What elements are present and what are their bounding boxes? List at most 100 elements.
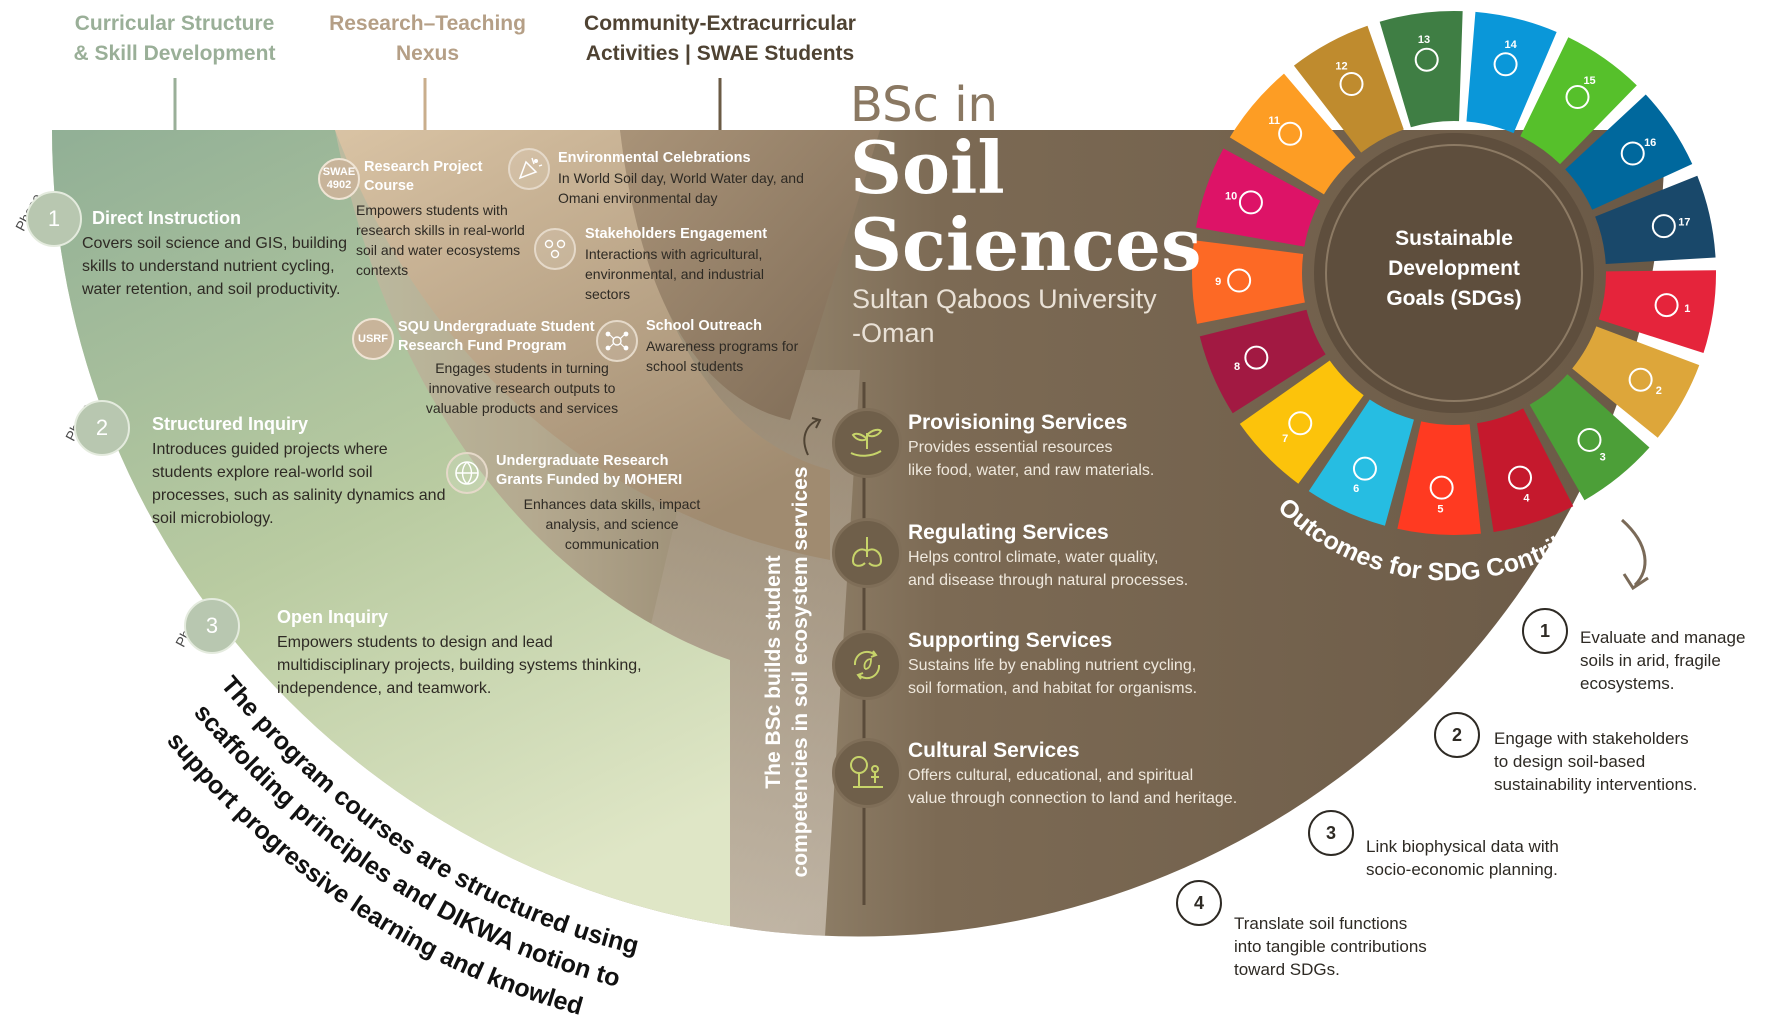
people-icon bbox=[534, 228, 576, 270]
sdg-goal-number-11: 11 bbox=[1268, 115, 1280, 127]
phase-number-2: 2 bbox=[74, 400, 130, 456]
sdg-goal-number-9: 9 bbox=[1215, 276, 1221, 288]
sdg-goal-number-8: 8 bbox=[1234, 361, 1240, 373]
phase-text-1: Covers soil science and GIS, building sk… bbox=[82, 235, 348, 298]
phase-text-2: Introduces guided projects where student… bbox=[152, 441, 446, 527]
sdg-goal-number-5: 5 bbox=[1437, 504, 1443, 516]
sdg-goal-number-13: 13 bbox=[1418, 34, 1430, 46]
brand-university: Sultan Qaboos University bbox=[852, 284, 1157, 314]
community-text-3: Awareness programs for school students bbox=[646, 338, 799, 374]
research-text-1: Empowers students with research skills i… bbox=[356, 202, 525, 278]
sdg-arc-label: Outcomes for SDG Contribution bbox=[1273, 493, 1624, 587]
research-badge-usrf: USRF bbox=[352, 318, 394, 360]
research-title-2: SQU Undergraduate Student Research Fund … bbox=[398, 319, 595, 354]
sdg-goal-number-15: 15 bbox=[1583, 75, 1595, 87]
service-title-regulating: Regulating Services bbox=[908, 521, 1109, 544]
sdg-goal-15 bbox=[1520, 37, 1637, 165]
globe-icon bbox=[446, 452, 488, 494]
sdg-goal-number-6: 6 bbox=[1353, 483, 1359, 495]
sdg-goal-number-12: 12 bbox=[1335, 61, 1347, 73]
sdg-goal-12 bbox=[1293, 25, 1404, 153]
outcome-text-4: Translate soil functions into tangible c… bbox=[1234, 914, 1427, 979]
sdg-goal-icon-2 bbox=[1628, 367, 1653, 392]
sdg-goal-icon-3 bbox=[1577, 427, 1602, 452]
service-text-provisioning: Provides essential resources like food, … bbox=[908, 439, 1155, 479]
sdg-goal-icon-10 bbox=[1238, 190, 1263, 215]
sdg-goal-icon-5 bbox=[1429, 475, 1454, 500]
sdg-center-label: Sustainable Development Goals (SDGs) bbox=[1386, 227, 1522, 310]
sdg-goal-icon-15 bbox=[1565, 85, 1590, 110]
sdg-goal-number-1: 1 bbox=[1684, 303, 1690, 315]
community-text-2: Interactions with agricultural, environm… bbox=[585, 246, 764, 302]
cycle-leaf-icon bbox=[832, 630, 902, 700]
sdg-goal-icon-17 bbox=[1651, 214, 1676, 239]
sdg-goal-2 bbox=[1572, 326, 1700, 438]
column-title-curricular: Curricular Structure & Skill Development bbox=[73, 12, 276, 65]
sdg-goal-6 bbox=[1308, 399, 1414, 526]
plant-hand-icon bbox=[832, 408, 902, 478]
sdg-goal-5 bbox=[1397, 421, 1481, 535]
research-badge-swae4902: SWAE 4902 bbox=[318, 158, 360, 200]
phase-title-2: Structured Inquiry bbox=[152, 414, 309, 434]
community-title-2: Stakeholders Engagement bbox=[585, 226, 768, 242]
sdg-goal-9 bbox=[1192, 240, 1305, 324]
sdg-goal-11 bbox=[1229, 73, 1356, 195]
service-title-supporting: Supporting Services bbox=[908, 629, 1113, 652]
sdg-goal-icon-13 bbox=[1414, 47, 1439, 72]
outcome-text-1: Evaluate and manage soils in arid, fragi… bbox=[1580, 628, 1746, 693]
brand-line1: BSc in bbox=[850, 77, 998, 133]
footer-caption-line3: support progressive learning and knowled… bbox=[0, 0, 586, 1017]
sdg-goal-icon-7 bbox=[1288, 411, 1313, 436]
sdg-goal-icon-8 bbox=[1244, 345, 1269, 370]
column-title-research: Research–Teaching Nexus bbox=[329, 12, 526, 65]
network-icon bbox=[596, 320, 638, 362]
outcome-text-2: Engage with stakeholders to design soil-… bbox=[1494, 729, 1698, 794]
sdg-goal-icon-1 bbox=[1654, 293, 1679, 318]
brand-line2: Soil bbox=[850, 125, 1005, 210]
sdg-goal-number-10: 10 bbox=[1225, 190, 1237, 202]
sdg-goal-icon-16 bbox=[1620, 141, 1645, 166]
celebration-icon bbox=[508, 148, 550, 190]
svg-text:support progressive learning a: support progressive learning and knowled… bbox=[0, 0, 586, 1017]
service-text-regulating: Helps control climate, water quality, an… bbox=[908, 549, 1189, 589]
research-title-1: Research Project Course bbox=[364, 159, 483, 194]
service-title-cultural: Cultural Services bbox=[908, 739, 1080, 762]
sdg-goal-icon-9 bbox=[1227, 268, 1252, 293]
sdg-goal-3 bbox=[1529, 374, 1650, 501]
brand-line3: Sciences bbox=[850, 202, 1202, 287]
community-title-3: School Outreach bbox=[646, 318, 763, 334]
sdg-goal-10 bbox=[1195, 148, 1321, 247]
community-title-1: Environmental Celebrations bbox=[558, 150, 751, 166]
phase-title-3: Open Inquiry bbox=[277, 607, 389, 627]
sdg-goal-icon-6 bbox=[1352, 456, 1377, 481]
sdg-goal-number-4: 4 bbox=[1523, 493, 1530, 505]
lungs-leaf-icon bbox=[832, 518, 902, 588]
sdg-goal-7 bbox=[1239, 360, 1364, 484]
research-text-2: Engages students in turning innovative r… bbox=[425, 360, 619, 416]
brand-country: -Oman bbox=[852, 318, 935, 348]
sdg-goal-icon-12 bbox=[1339, 72, 1364, 97]
sdg-goal-number-17: 17 bbox=[1678, 217, 1690, 229]
service-title-provisioning: Provisioning Services bbox=[908, 411, 1128, 434]
sdg-goal-number-14: 14 bbox=[1504, 39, 1517, 51]
sdg-goal-number-3: 3 bbox=[1600, 451, 1606, 463]
service-text-cultural: Offers cultural, educational, and spirit… bbox=[908, 767, 1238, 807]
outcome-number-1: 1 bbox=[1522, 608, 1568, 654]
phase-number-3: 3 bbox=[184, 598, 240, 654]
research-title-3: Undergraduate Research Grants Funded by … bbox=[496, 453, 683, 488]
outcome-number-4: 4 bbox=[1176, 880, 1222, 926]
service-text-supporting: Sustains life by enabling nutrient cycli… bbox=[908, 657, 1198, 697]
sdg-goal-icon-4 bbox=[1508, 465, 1533, 490]
sdg-goal-number-7: 7 bbox=[1282, 433, 1288, 445]
outcome-number-2: 2 bbox=[1434, 712, 1480, 758]
phase-title-1: Direct Instruction bbox=[92, 208, 242, 228]
sdg-goal-number-16: 16 bbox=[1644, 137, 1656, 149]
outcome-text-3: Link biophysical data with socio-economi… bbox=[1366, 837, 1559, 879]
sdg-goal-number-2: 2 bbox=[1656, 385, 1662, 397]
sdg-goal-8 bbox=[1199, 309, 1326, 414]
tree-person-icon bbox=[832, 738, 902, 808]
sdg-goal-icon-11 bbox=[1278, 121, 1303, 146]
community-text-1: In World Soil day, World Water day, and … bbox=[558, 170, 804, 206]
sdg-goal-4 bbox=[1476, 408, 1574, 532]
